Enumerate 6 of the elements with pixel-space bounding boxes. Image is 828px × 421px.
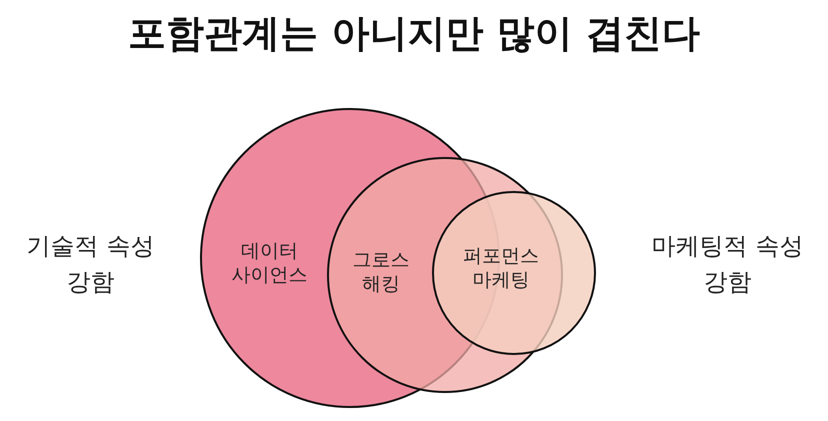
title: 포함관계는 아니지만 많이 겹친다 bbox=[127, 10, 701, 57]
circle-label: 그로스 해킹 bbox=[352, 249, 410, 296]
side-note: 마케팅적 속성 강함 bbox=[650, 231, 804, 298]
side-note: 기술적 속성 강함 bbox=[26, 231, 156, 298]
circle-label: 데이터 사이언스 bbox=[230, 240, 308, 288]
circle-label: 퍼포먼스 마케팅 bbox=[462, 245, 540, 292]
